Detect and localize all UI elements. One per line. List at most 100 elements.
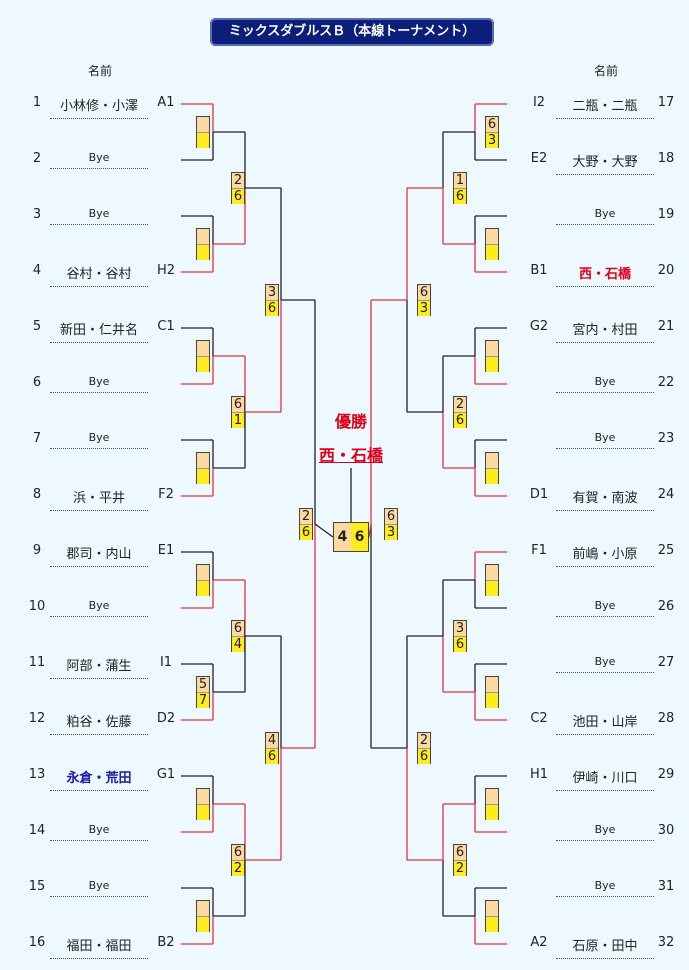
- player-name: 有賀・南波: [556, 487, 654, 511]
- final-connector: [314, 523, 334, 538]
- score-bottom: [197, 805, 209, 820]
- score-bottom: 6: [454, 189, 466, 204]
- score-top: 2: [418, 733, 430, 749]
- player-name: 西・石橋: [556, 263, 654, 287]
- score-bottom: 2: [232, 861, 244, 876]
- seed-number: 27: [657, 655, 675, 670]
- seed-number: 2: [32, 151, 42, 166]
- draw-code: G2: [529, 319, 549, 334]
- player-name: 郡司・内山: [50, 543, 148, 567]
- draw-code: H2: [156, 263, 176, 278]
- player-name: Bye: [50, 151, 148, 169]
- match-score: [196, 564, 210, 596]
- score-top: 3: [454, 621, 466, 637]
- score-bottom: 3: [418, 301, 430, 316]
- score-top: 6: [232, 621, 244, 637]
- match-score: [196, 788, 210, 820]
- player-name: Bye: [556, 879, 654, 897]
- score-bottom: [197, 469, 209, 484]
- player-name: 浜・平井: [50, 487, 148, 511]
- seed-number: 11: [28, 655, 46, 670]
- score-top: 6: [418, 285, 430, 301]
- score-top: [197, 229, 209, 245]
- seed-number: 21: [657, 319, 675, 334]
- match-score: [196, 116, 210, 148]
- score-bottom: 6: [454, 637, 466, 652]
- final-score-left: 4: [334, 523, 351, 551]
- champion-name: 西・石橋: [318, 446, 383, 465]
- score-bottom: [486, 805, 498, 820]
- match-score: [485, 676, 499, 708]
- score-bottom: 3: [385, 525, 397, 540]
- match-score: [485, 788, 499, 820]
- draw-code: C2: [530, 711, 548, 726]
- match-score: [485, 452, 499, 484]
- seed-number: 25: [657, 543, 675, 558]
- seed-number: 12: [28, 711, 46, 726]
- draw-code: E2: [530, 151, 548, 166]
- player-name: Bye: [556, 599, 654, 617]
- seed-number: 31: [657, 879, 675, 894]
- score-top: 6: [232, 397, 244, 413]
- match-score: [196, 452, 210, 484]
- player-name: Bye: [50, 375, 148, 393]
- score-bottom: 4: [232, 637, 244, 652]
- player-name: 小林修・小澤: [50, 95, 148, 119]
- player-name: 永倉・荒田: [50, 767, 148, 791]
- score-bottom: [486, 917, 498, 932]
- player-name: 阿部・蒲生: [50, 655, 148, 679]
- score-top: 6: [232, 845, 244, 861]
- score-bottom: 1: [232, 413, 244, 428]
- seed-number: 1: [32, 95, 42, 110]
- score-bottom: 6: [454, 413, 466, 428]
- score-top: 6: [385, 509, 397, 525]
- match-score: [196, 340, 210, 372]
- score-bottom: 6: [300, 525, 312, 540]
- seed-number: 26: [657, 599, 675, 614]
- player-name: 石原・田中: [556, 935, 654, 959]
- score-bottom: [197, 581, 209, 596]
- final-connector: [368, 523, 372, 538]
- seed-number: 7: [32, 431, 42, 446]
- score-top: [486, 453, 498, 469]
- seed-number: 32: [657, 935, 675, 950]
- score-bottom: [486, 693, 498, 708]
- player-name: Bye: [50, 431, 148, 449]
- match-score: [196, 228, 210, 260]
- seed-number: 18: [657, 151, 675, 166]
- score-bottom: [486, 357, 498, 372]
- player-name: Bye: [50, 599, 148, 617]
- draw-code: A1: [157, 95, 175, 110]
- score-top: [486, 901, 498, 917]
- match-score: [485, 900, 499, 932]
- bracket-title: ミックスダブルスＢ（本線トーナメント）: [210, 18, 494, 46]
- seed-number: 16: [28, 935, 46, 950]
- player-name: 谷村・谷村: [50, 263, 148, 287]
- final-score-box: 4 6: [333, 522, 369, 552]
- score-top: [486, 789, 498, 805]
- score-bottom: 6: [266, 301, 278, 316]
- score-bottom: 7: [197, 693, 209, 708]
- seed-number: 8: [32, 487, 42, 502]
- score-top: [197, 341, 209, 357]
- score-top: 1: [454, 173, 466, 189]
- draw-code: B2: [157, 935, 175, 950]
- player-name: 宮内・村田: [556, 319, 654, 343]
- score-top: [486, 341, 498, 357]
- score-bottom: [486, 245, 498, 260]
- name-header-left: 名前: [87, 64, 112, 78]
- score-bottom: [197, 245, 209, 260]
